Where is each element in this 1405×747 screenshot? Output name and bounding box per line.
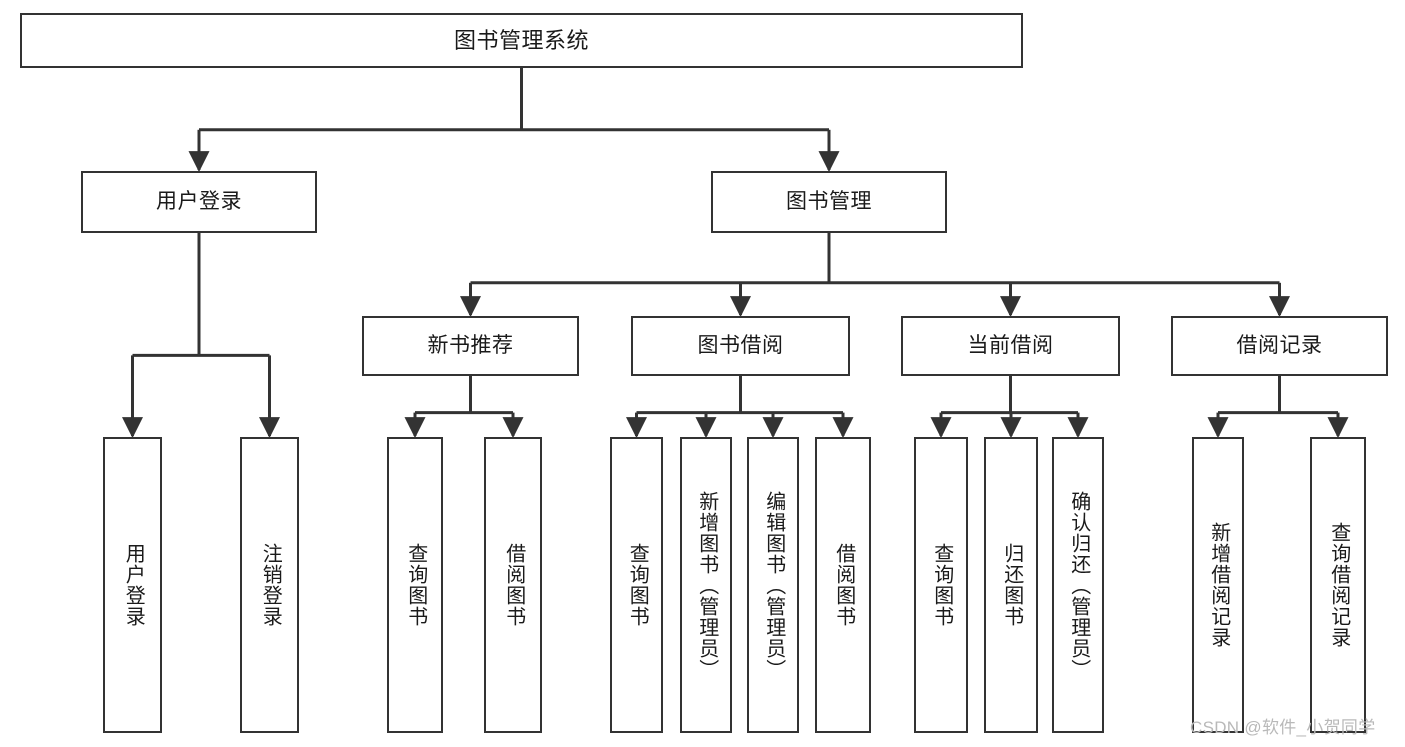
node-leaf-query-book-1[interactable]: 查询图书 [387, 437, 443, 733]
node-leaf-add-book[interactable]: 新增图书（管理员） [680, 437, 732, 733]
node-borrow-record[interactable]: 借阅记录 [1171, 316, 1388, 376]
node-leaf-user-login[interactable]: 用户登录 [103, 437, 162, 733]
node-label: 图书管理系统 [453, 27, 589, 53]
node-current-borrow[interactable]: 当前借阅 [901, 316, 1120, 376]
node-book-borrow[interactable]: 图书借阅 [631, 316, 850, 376]
node-new-book-recommend[interactable]: 新书推荐 [362, 316, 579, 376]
node-leaf-borrow-book-1[interactable]: 借阅图书 [484, 437, 542, 733]
node-label: 用户登录 [156, 189, 242, 213]
node-book-manage[interactable]: 图书管理 [711, 171, 947, 233]
node-label: 借阅图书 [502, 543, 525, 627]
node-label: 当前借阅 [967, 333, 1054, 357]
node-label: 查询图书 [930, 543, 953, 627]
node-label: 图书借阅 [697, 333, 784, 357]
node-leaf-edit-book[interactable]: 编辑图书（管理员） [747, 437, 799, 733]
node-leaf-add-record[interactable]: 新增借阅记录 [1192, 437, 1244, 733]
node-leaf-query-book-2[interactable]: 查询图书 [610, 437, 663, 733]
node-leaf-confirm-return[interactable]: 确认归还（管理员） [1052, 437, 1104, 733]
node-label: 查询图书 [626, 543, 649, 627]
node-label: 借阅记录 [1236, 333, 1323, 357]
node-leaf-query-book-3[interactable]: 查询图书 [914, 437, 968, 733]
node-label: 查询图书 [404, 543, 427, 627]
node-label: 确认归还（管理员） [1067, 490, 1090, 680]
node-root[interactable]: 图书管理系统 [20, 13, 1023, 68]
watermark-text: CSDN @软件_小贺同学 [1190, 718, 1376, 737]
node-label: 新增借阅记录 [1207, 522, 1230, 648]
node-label: 归还图书 [1000, 543, 1023, 627]
node-leaf-logout[interactable]: 注销登录 [240, 437, 299, 733]
node-label: 新增图书（管理员） [695, 490, 718, 680]
node-label: 用户登录 [122, 543, 145, 627]
node-label: 新书推荐 [427, 333, 514, 357]
node-leaf-query-record[interactable]: 查询借阅记录 [1310, 437, 1366, 733]
node-label: 查询借阅记录 [1327, 522, 1350, 648]
node-leaf-borrow-book-2[interactable]: 借阅图书 [815, 437, 871, 733]
node-label: 注销登录 [259, 543, 282, 627]
node-user-login[interactable]: 用户登录 [81, 171, 317, 233]
node-leaf-return-book[interactable]: 归还图书 [984, 437, 1038, 733]
node-label: 编辑图书（管理员） [762, 490, 785, 680]
node-label: 图书管理 [786, 189, 872, 213]
node-label: 借阅图书 [832, 543, 855, 627]
